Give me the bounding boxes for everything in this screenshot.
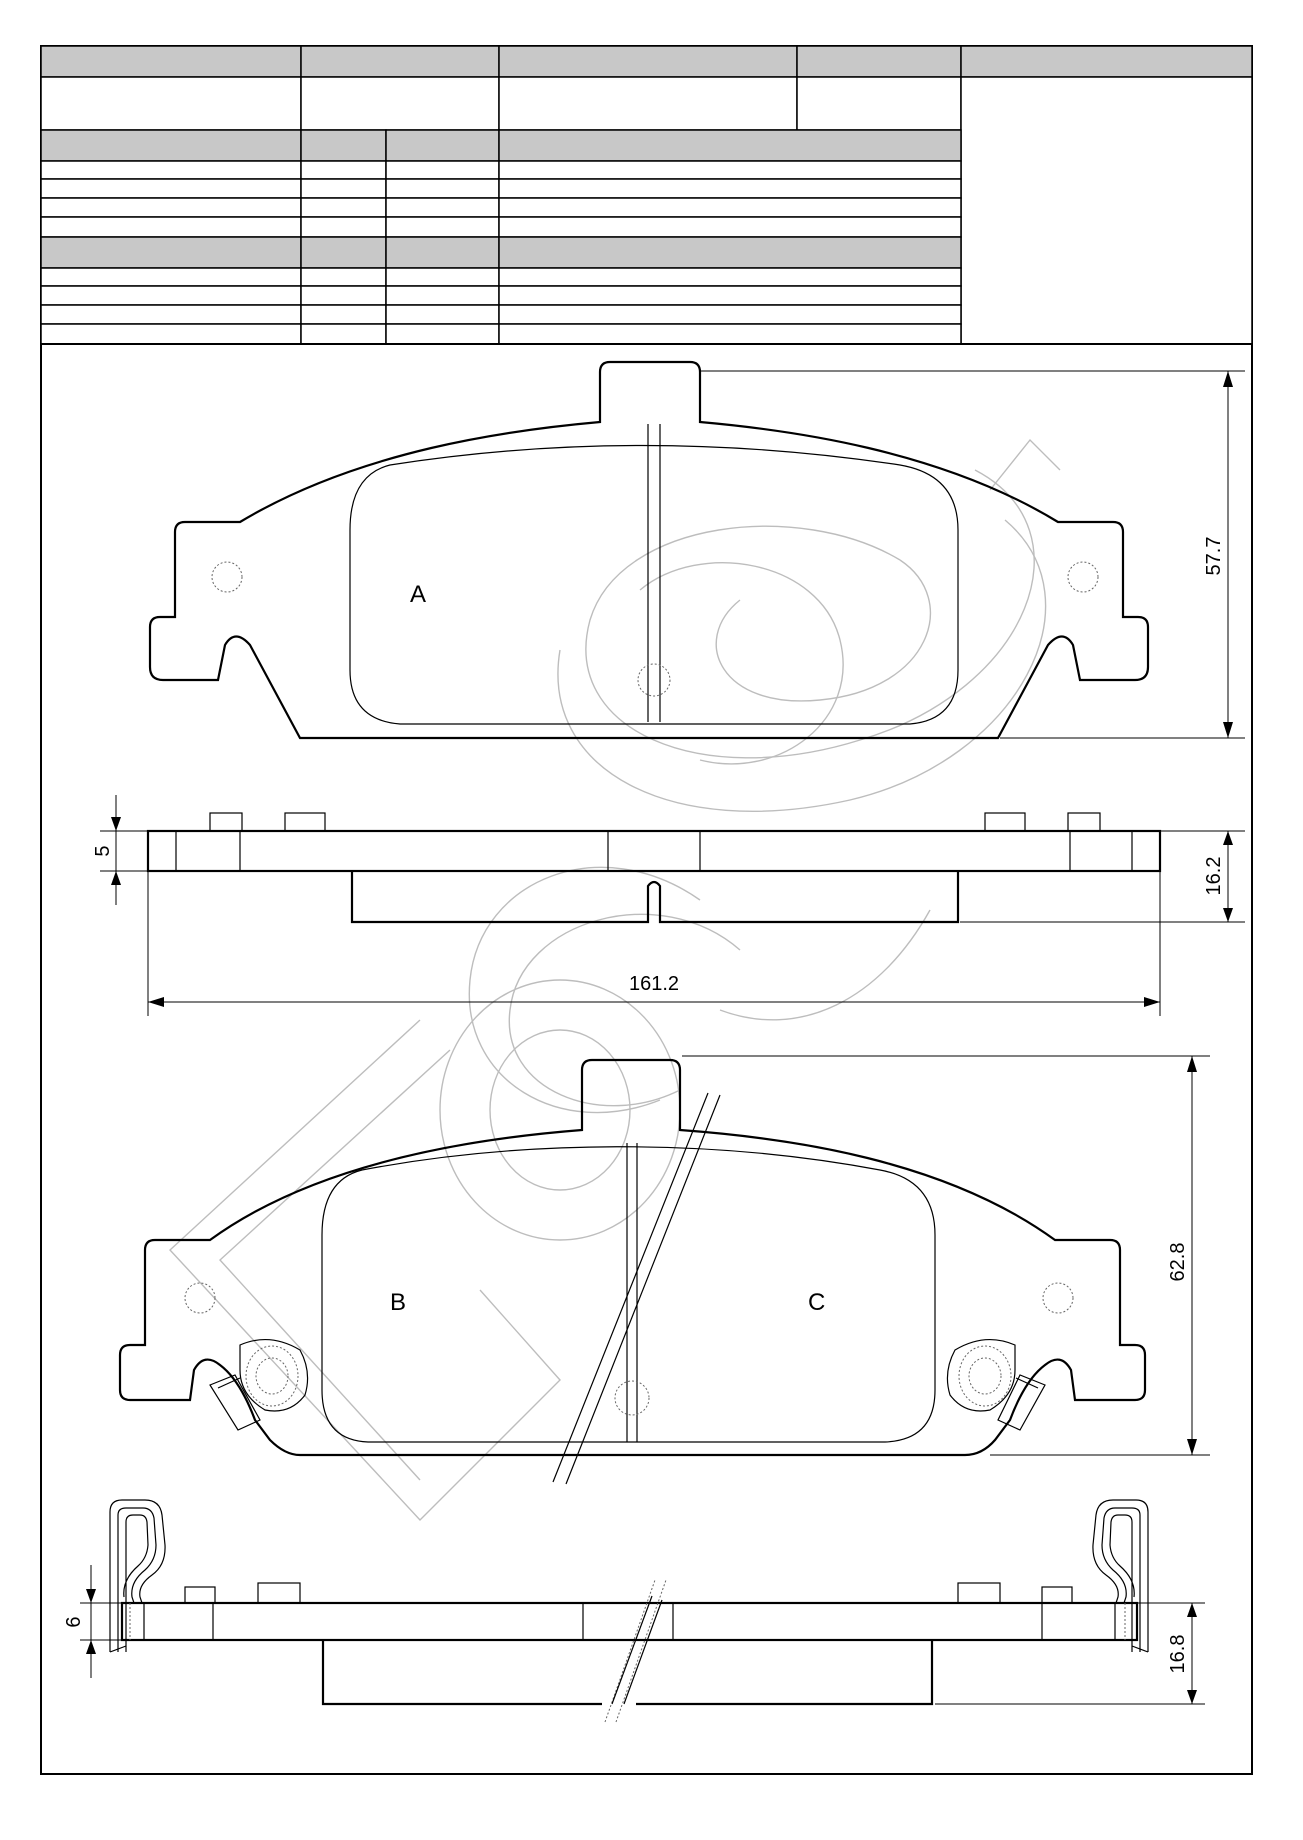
right-clip bbox=[946, 1338, 1046, 1431]
pad-a-front-view bbox=[148, 360, 1150, 740]
pad-label-a: A bbox=[410, 581, 426, 608]
pad-bc-front-view bbox=[118, 1058, 1147, 1485]
pad-bc-side-view bbox=[109, 1499, 1149, 1723]
dim-top-height: 57.7 bbox=[1203, 537, 1225, 576]
dim-width: 161.2 bbox=[629, 973, 679, 995]
dim-bottom-backplate: 6 bbox=[63, 1616, 85, 1627]
dimension-bottom-thickness bbox=[935, 1602, 1205, 1705]
dim-bottom-thickness: 16.8 bbox=[1167, 1635, 1189, 1674]
dim-top-backplate: 5 bbox=[92, 845, 114, 856]
dimension-top-backplate bbox=[100, 795, 148, 905]
title-block-table bbox=[40, 45, 1253, 345]
dim-top-thickness: 16.2 bbox=[1203, 857, 1225, 896]
pad-a-side-view bbox=[146, 812, 1162, 924]
dimension-width bbox=[147, 871, 1161, 1016]
dimension-bottom-backplate bbox=[80, 1565, 122, 1678]
dimension-top-thickness bbox=[960, 830, 1245, 923]
watermark-logo bbox=[169, 438, 1061, 1522]
left-clip bbox=[209, 1338, 309, 1431]
dim-bottom-height: 62.8 bbox=[1167, 1243, 1189, 1282]
pad-label-b: B bbox=[390, 1289, 406, 1316]
pad-label-c: C bbox=[808, 1289, 825, 1316]
dimension-bottom-height bbox=[682, 1055, 1210, 1456]
dimension-top-height bbox=[700, 370, 1245, 739]
